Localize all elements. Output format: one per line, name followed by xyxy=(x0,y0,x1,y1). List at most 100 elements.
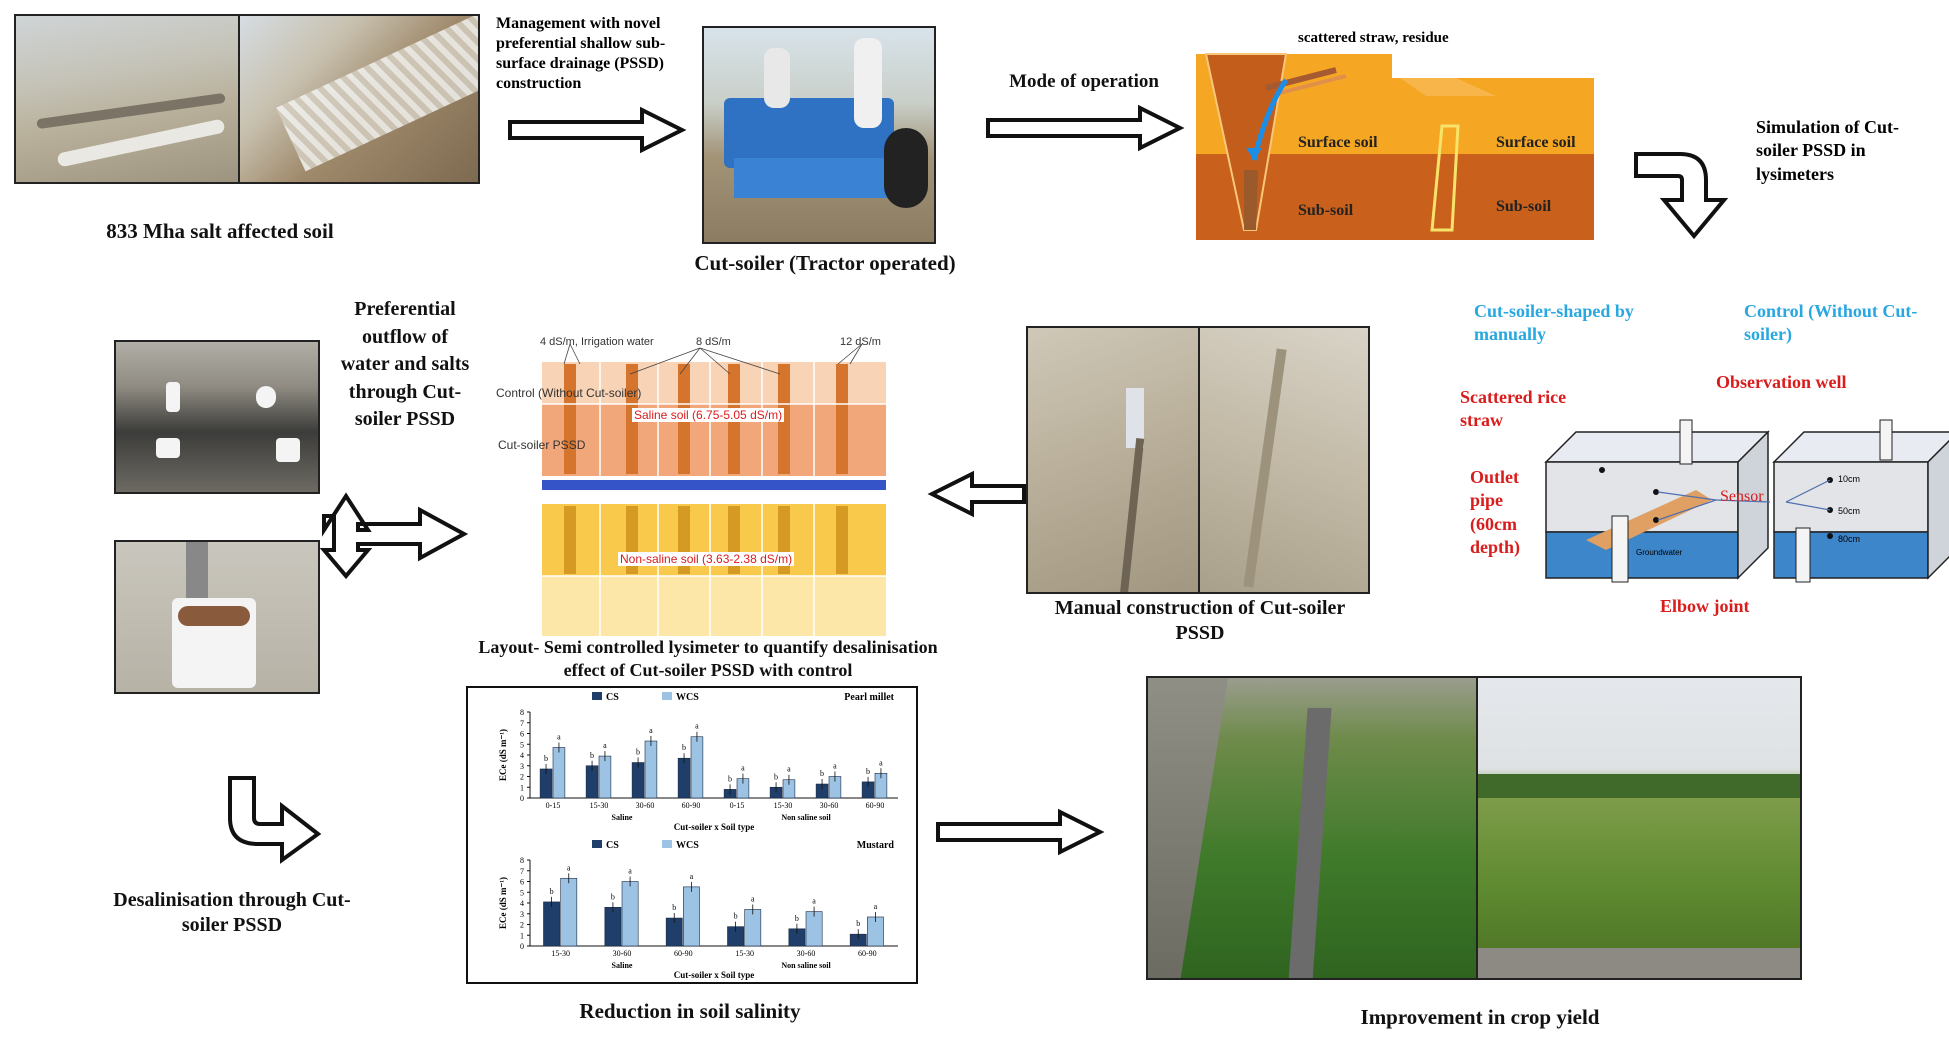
x-tick-label: 0-15 xyxy=(730,801,745,810)
layout-right: 12 dS/m xyxy=(840,336,881,348)
significance-letter: b xyxy=(728,774,732,783)
y-tick-label: 6 xyxy=(520,878,524,887)
crop-photo-right xyxy=(1476,676,1802,980)
manual-photo-right xyxy=(1198,326,1370,594)
legend-label-wcs: WCS xyxy=(676,840,699,851)
bar-wcs xyxy=(621,881,639,947)
surface-label-left: Surface soil xyxy=(1298,134,1378,151)
arrow-right-2 xyxy=(986,104,1185,152)
significance-letter: b xyxy=(611,892,615,901)
x-tick-label: 30-60 xyxy=(636,801,655,810)
significance-letter: a xyxy=(567,863,571,872)
layout-control: Control (Without Cut-soiler) xyxy=(496,386,642,400)
x-tick-label: 30-60 xyxy=(613,949,632,958)
legend-label-wcs: WCS xyxy=(676,692,699,703)
x-tick-label: 60-90 xyxy=(858,949,877,958)
group-label: Non saline soil xyxy=(781,813,831,822)
y-tick-label: 7 xyxy=(520,719,524,728)
bar-wcs xyxy=(690,736,704,799)
y-tick-label: 0 xyxy=(520,942,524,951)
layout-saline: Saline soil (6.75-5.05 dS/m) xyxy=(632,408,785,422)
x-tick-label: 15-30 xyxy=(551,949,570,958)
y-tick-label: 8 xyxy=(520,856,524,865)
significance-letter: a xyxy=(695,722,699,731)
arrow-left xyxy=(927,470,1026,518)
outflow-text: Preferential outflow of water and salts … xyxy=(340,298,470,431)
depth-50: 50cm xyxy=(1838,506,1861,516)
tractor-photo xyxy=(702,26,936,244)
significance-letter: a xyxy=(690,872,694,881)
depth-10: 10cm xyxy=(1838,474,1861,484)
crop-photo-left xyxy=(1146,676,1478,980)
y-tick-label: 7 xyxy=(520,867,524,876)
layout-mid: 8 dS/m xyxy=(696,336,731,348)
arrow-right-3 xyxy=(936,808,1105,856)
significance-letter: b xyxy=(795,914,799,923)
straw-red-label: Scattered rice straw xyxy=(1460,387,1567,431)
x-axis-label: Cut-soiler x Soil type xyxy=(674,970,755,980)
x-tick-label: 30-60 xyxy=(797,949,816,958)
bar-cs xyxy=(631,762,645,799)
lysimeter-pit-photo xyxy=(114,340,320,494)
chart-title: Mustard xyxy=(857,840,895,851)
significance-letter: b xyxy=(590,751,594,760)
significance-letter: b xyxy=(550,887,554,896)
layout-diagram xyxy=(542,343,886,636)
lysimeter-diagram xyxy=(1544,419,1949,583)
bar-cs xyxy=(543,901,560,947)
significance-letter: a xyxy=(879,758,883,767)
legend-swatch-wcs xyxy=(662,692,672,700)
y-tick-label: 5 xyxy=(520,888,524,897)
bar-wcs xyxy=(552,747,566,799)
cs-shaped-label: Cut-soiler-shaped by manually xyxy=(1474,301,1634,345)
group-label: Saline xyxy=(612,961,633,970)
salt-soil-caption: 833 Mha salt affected soil xyxy=(106,219,334,243)
bar-wcs xyxy=(560,877,578,947)
arrow-curve-down-1 xyxy=(1634,152,1729,240)
bar-wcs xyxy=(805,911,823,947)
bar-wcs xyxy=(744,909,762,947)
x-tick-label: 30-60 xyxy=(820,801,839,810)
y-axis-label: ECe (dS m⁻¹) xyxy=(498,877,508,929)
arrow-curve-down-2 xyxy=(228,776,322,864)
sensor-label: Sensor xyxy=(1720,488,1764,505)
y-axis-label: ECe (dS m⁻¹) xyxy=(498,729,508,781)
bar-wcs xyxy=(598,755,612,799)
layout-irrigation: 4 dS/m, Irrigation water xyxy=(540,336,654,348)
control-label: Control (Without Cut-soiler) xyxy=(1744,301,1918,345)
bucket-photo xyxy=(114,540,320,694)
significance-letter: a xyxy=(874,902,878,911)
soil-profile-diagram xyxy=(1196,53,1594,240)
significance-letter: a xyxy=(628,867,632,876)
salt-soil-photo-left xyxy=(14,14,240,184)
significance-letter: b xyxy=(682,743,686,752)
y-tick-label: 4 xyxy=(520,899,524,908)
significance-letter: a xyxy=(603,741,607,750)
significance-letter: a xyxy=(649,726,653,735)
crop-caption: Improvement in crop yield xyxy=(1360,1005,1600,1029)
depth-80: 80cm xyxy=(1838,534,1861,544)
y-tick-label: 1 xyxy=(520,783,524,792)
bar-wcs xyxy=(644,740,658,799)
outlet-label: Outlet pipe (60cm depth) xyxy=(1470,467,1521,558)
y-tick-label: 3 xyxy=(520,910,524,919)
layout-caption: Layout- Semi controlled lysimeter to qua… xyxy=(478,637,938,680)
group-label: Saline xyxy=(612,813,633,822)
manual-caption: Manual construction of Cut-soiler PSSD xyxy=(1054,597,1346,644)
x-tick-label: 15-30 xyxy=(735,949,754,958)
significance-letter: a xyxy=(833,762,837,771)
y-tick-label: 8 xyxy=(520,708,524,717)
significance-letter: a xyxy=(741,764,745,773)
bar-wcs xyxy=(683,886,700,947)
significance-letter: b xyxy=(636,748,640,757)
y-tick-label: 4 xyxy=(520,751,524,760)
significance-letter: b xyxy=(774,772,778,781)
y-tick-label: 6 xyxy=(520,730,524,739)
group-label: Non saline soil xyxy=(781,961,831,970)
arrow-right-1 xyxy=(508,106,687,154)
legend-swatch-cs xyxy=(592,692,602,700)
layout-cutsoiler: Cut-soiler PSSD xyxy=(498,438,586,452)
groundwater-label: Groundwater xyxy=(1636,548,1683,557)
legend-label-cs: CS xyxy=(606,692,619,703)
